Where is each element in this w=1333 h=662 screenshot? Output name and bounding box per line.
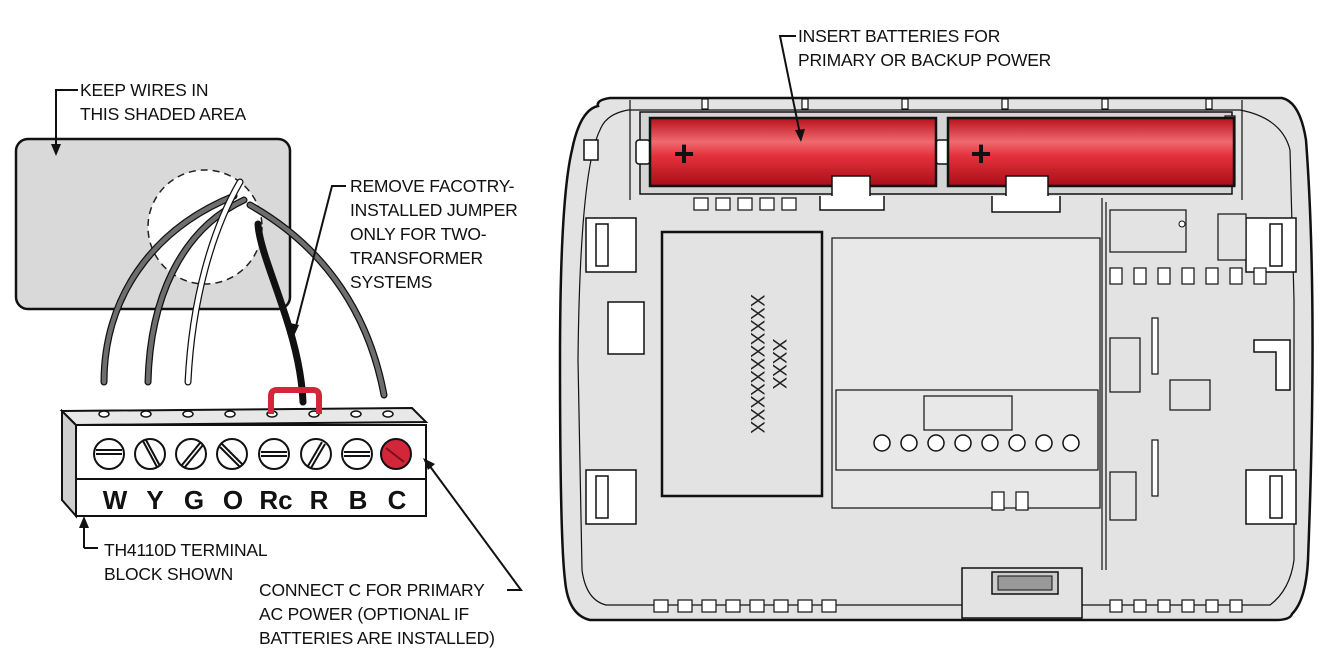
terminal-screws [93, 438, 412, 470]
callout-line: PRIMARY OR BACKUP POWER [798, 50, 1052, 70]
shaded-area [14, 137, 292, 311]
callout-line: INSTALLED JUMPER [350, 200, 518, 220]
arrowhead-batteries [795, 129, 805, 142]
battery-plus-sign: + [673, 133, 694, 174]
terminal-block: W Y G O Rc R B C [59, 387, 429, 519]
label-area: XXXXXXXXXXX XXXX [660, 230, 824, 498]
arrowheads-left [51, 144, 435, 528]
terminal-label: W [103, 485, 128, 515]
callout-shaded-area: KEEP WIRES IN THIS SHADED AREA [80, 78, 246, 126]
terminal-label: R [310, 485, 329, 515]
terminal-labels: W Y G O Rc R B C [103, 485, 407, 515]
left-latches [583, 139, 645, 525]
callout-line: TRANSFORMER [350, 248, 483, 268]
callout-line: REMOVE FACOTRY- [350, 176, 515, 196]
callout-line: CONNECT C FOR PRIMARY [259, 580, 485, 600]
callout-terminal-block: TH4110D TERMINAL BLOCK SHOWN [104, 538, 268, 586]
top-tabs [701, 98, 1213, 110]
terminal-label: Rc [259, 485, 292, 515]
terminal-label: C [388, 485, 407, 515]
terminal-label: O [223, 485, 243, 515]
terminal-label: G [184, 485, 204, 515]
wire-w [101, 193, 237, 385]
wire-g [185, 179, 243, 385]
battery-plus-sign: + [970, 133, 991, 174]
vent-squares-bottom [653, 599, 1243, 613]
callout-line: THIS SHADED AREA [80, 104, 247, 124]
callout-line: KEEP WIRES IN [80, 80, 209, 100]
callout-batteries: INSERT BATTERIES FOR PRIMARY OR BACKUP P… [798, 24, 1051, 72]
right-latches [1245, 217, 1297, 525]
circuit-panel [831, 237, 1101, 511]
wire-r [254, 220, 307, 406]
button-contacts [873, 434, 1080, 452]
callout-jumper: REMOVE FACOTRY- INSTALLED JUMPER ONLY FO… [350, 174, 518, 294]
factory-jumper [268, 387, 322, 414]
callout-line: SYSTEMS [350, 272, 433, 292]
callout-line: INSERT BATTERIES FOR [798, 26, 1001, 46]
battery-2: + [946, 116, 1236, 188]
wire-c [247, 202, 387, 398]
leader-line-batteries [778, 35, 801, 135]
callout-line: ONLY FOR TWO- [350, 224, 487, 244]
label-placeholder-line1: XXXXXXXXXXX [746, 294, 767, 434]
callout-line: AC POWER (OPTIONAL IF [259, 604, 470, 624]
label-placeholder-line2: XXXX [768, 339, 789, 390]
callout-line: BATTERIES ARE INSTALLED) [259, 628, 495, 648]
right-board [1101, 198, 1267, 570]
callout-line: TH4110D TERMINAL [104, 540, 268, 560]
battery-clips [819, 175, 1061, 213]
terminal-label: B [349, 485, 368, 515]
terminal-label: Y [146, 485, 163, 515]
thermostat-wires [100, 178, 388, 406]
callout-line: BLOCK SHOWN [104, 564, 234, 584]
terminal-c-screw [380, 438, 412, 470]
terminal-pins [1109, 267, 1267, 285]
bottom-features [653, 567, 1243, 619]
battery-1: + [648, 116, 938, 188]
callout-connect-c: CONNECT C FOR PRIMARY AC POWER (OPTIONAL… [259, 578, 495, 650]
vent-squares-top [693, 197, 797, 211]
